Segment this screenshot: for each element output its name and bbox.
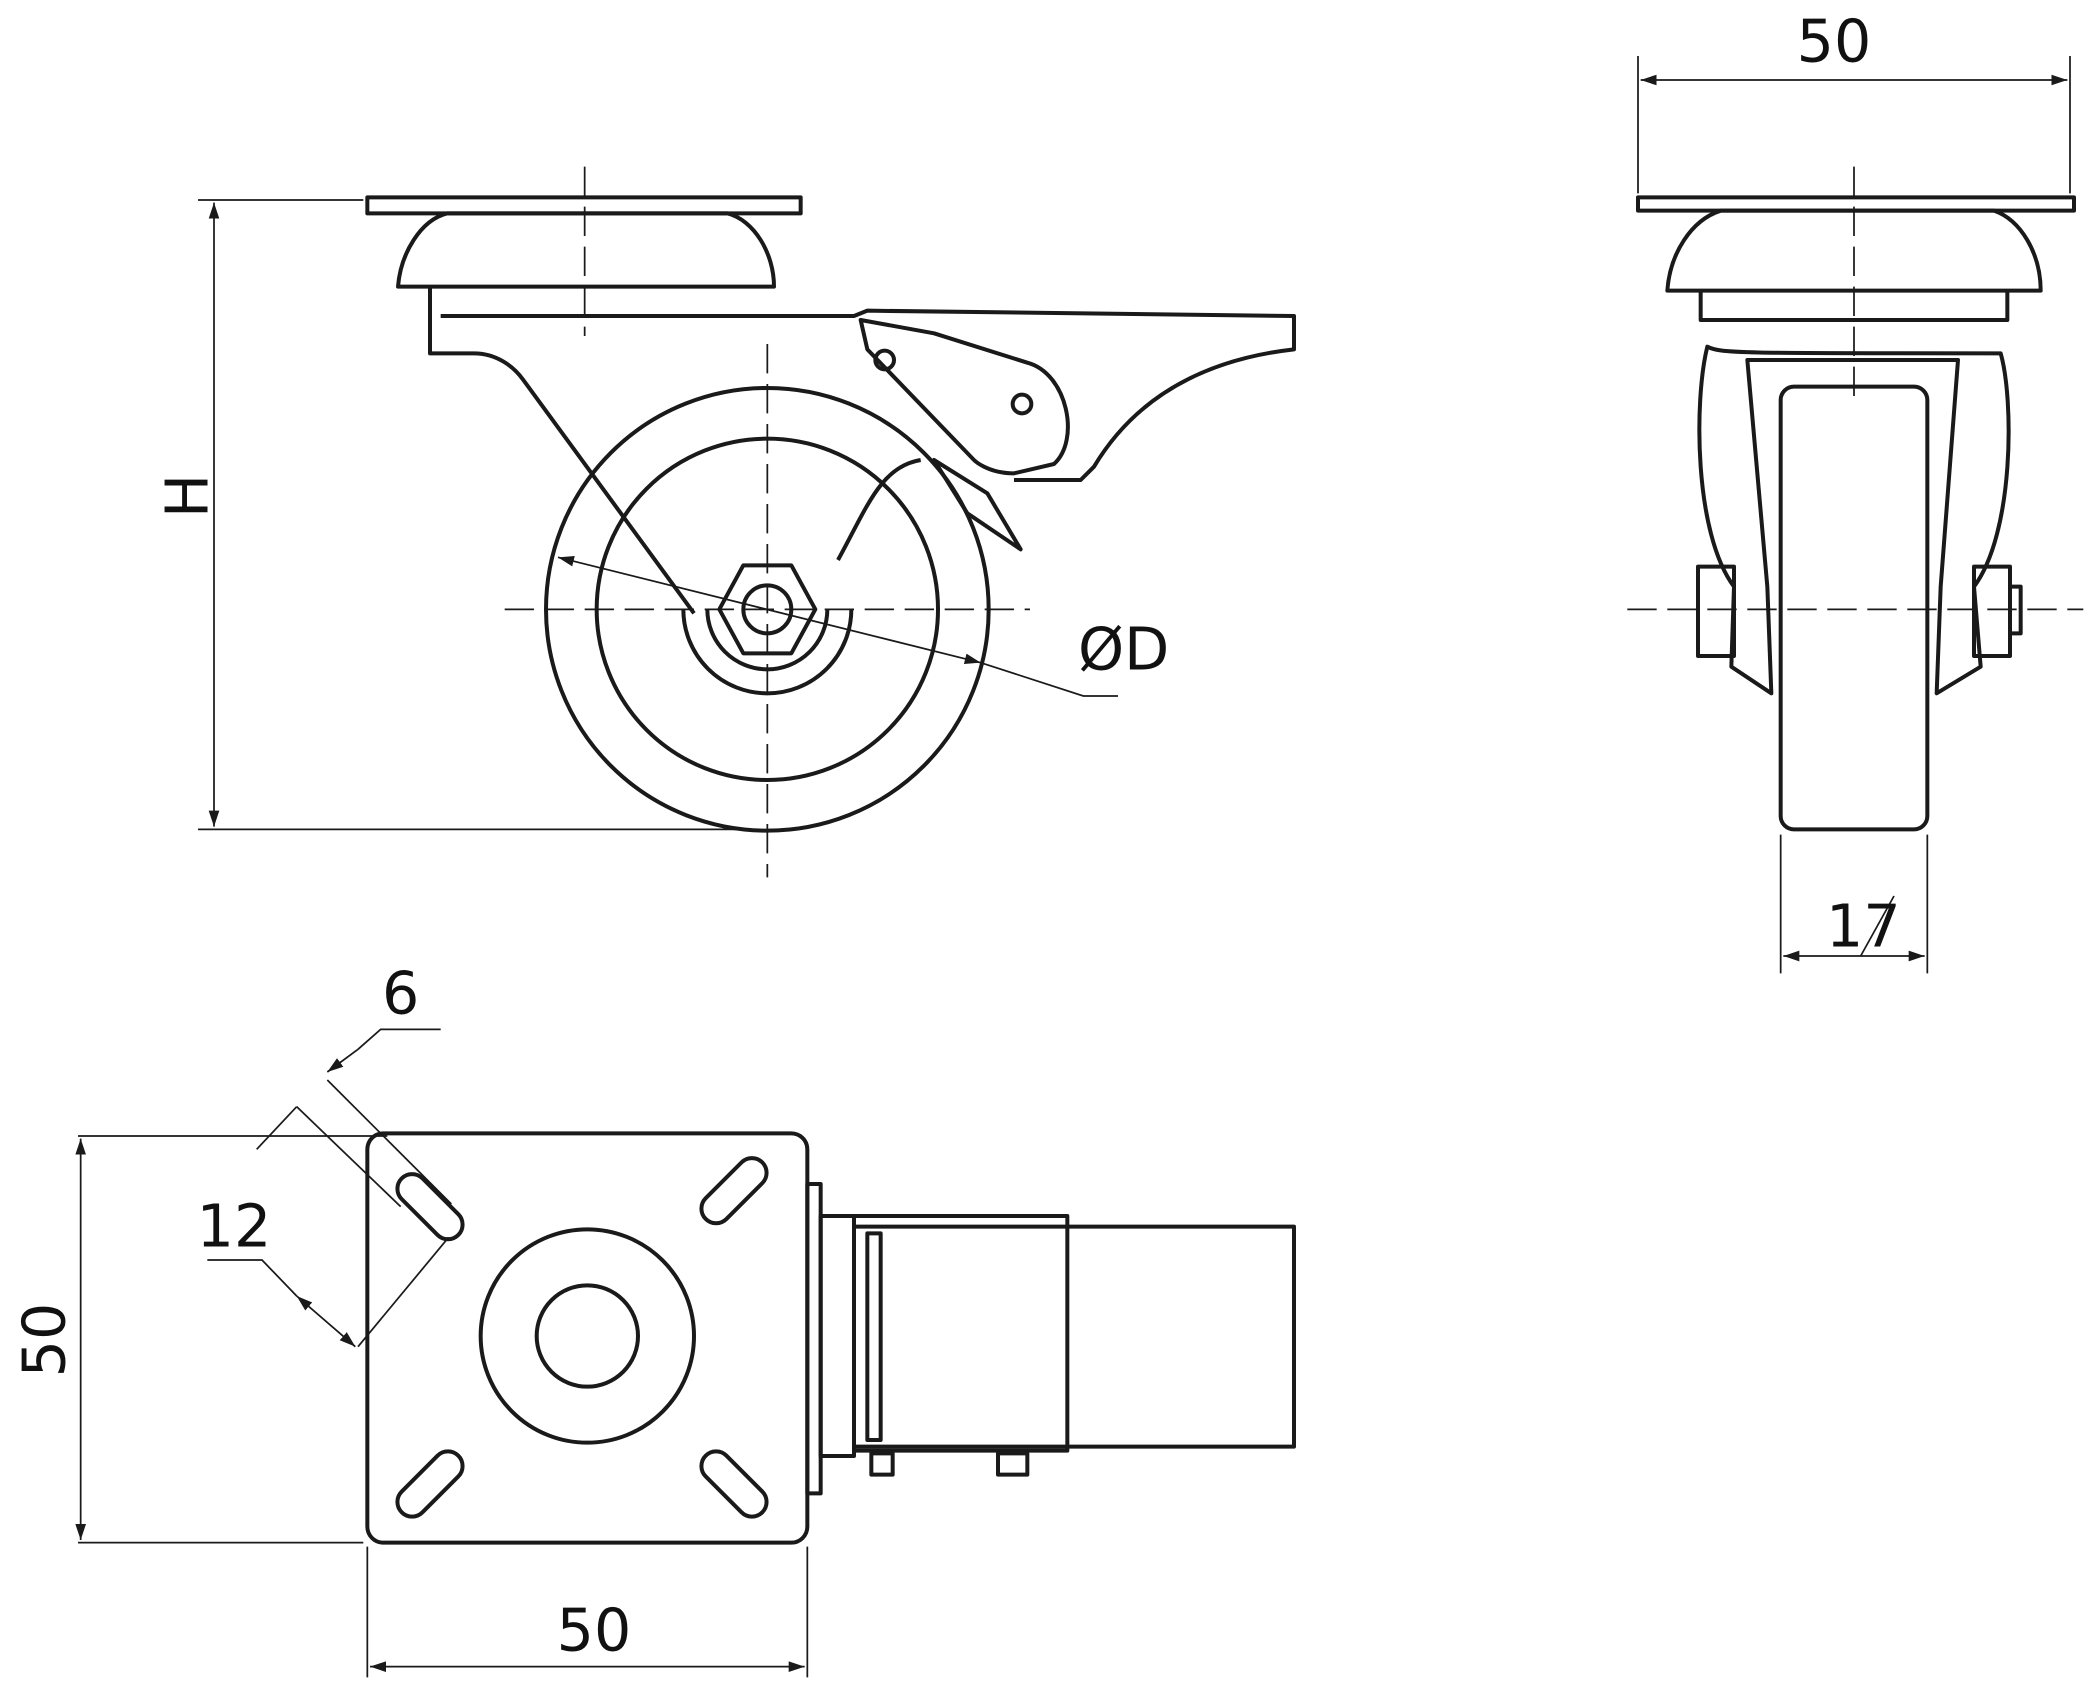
front-view: 50 17 [1627, 7, 2084, 974]
plate-height-label: 50 [11, 1303, 79, 1378]
slot-width-label: 6 [382, 959, 419, 1027]
top-view: 50 50 6 12 [11, 959, 1296, 1678]
wheel-front [1778, 384, 1930, 832]
wheel-width-label: 17 [1826, 893, 1901, 961]
bolt-slots [395, 1156, 769, 1519]
mounting-plate [365, 1131, 810, 1545]
slot-length-label: 12 [197, 1193, 272, 1261]
side-view: H ØD [153, 166, 1296, 878]
height-label: H [153, 474, 221, 518]
plate-width-label: 50 [557, 1597, 632, 1665]
top-width-label: 50 [1797, 7, 1872, 75]
diameter-label: ØD [1078, 615, 1169, 683]
